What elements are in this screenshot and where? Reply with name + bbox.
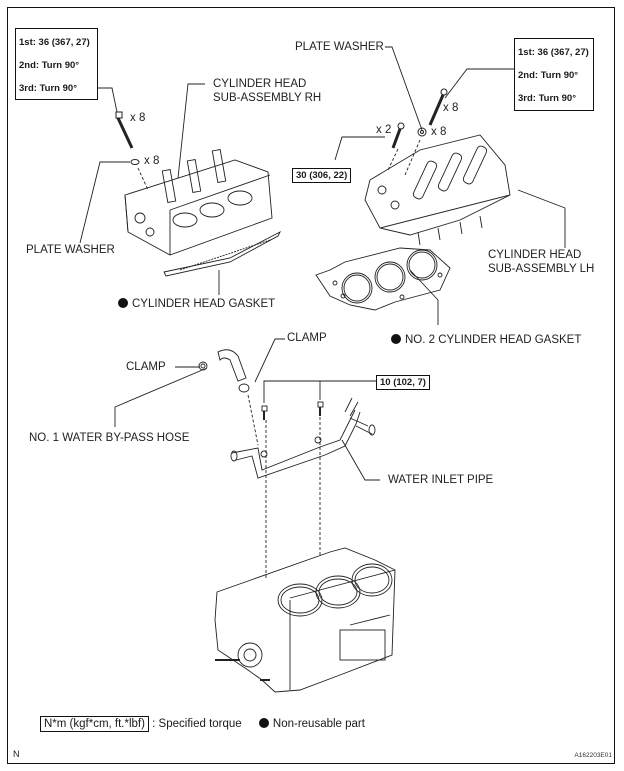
torque-step-3: 3rd: Turn 90° bbox=[19, 83, 77, 94]
legend-torque-desc: : Specified torque bbox=[152, 718, 242, 730]
torque-step-2: 2nd: Turn 90° bbox=[518, 70, 579, 81]
clamp-left-icon bbox=[198, 361, 208, 371]
torque-step-3: 3rd: Turn 90° bbox=[518, 93, 576, 104]
qty-rh-washers: x 8 bbox=[144, 155, 160, 167]
label-plate-washer-left: PLATE WASHER bbox=[26, 244, 115, 256]
torque-step-1: 1st: 36 (367, 27) bbox=[19, 37, 90, 48]
torque-spec-box-rh: 1st: 36 (367, 27) 2nd: Turn 90° 3rd: Tur… bbox=[15, 28, 98, 100]
lh-head-bolt-icon bbox=[428, 88, 448, 126]
label-water-bypass-hose: NO. 1 WATER BY-PASS HOSE bbox=[29, 432, 190, 444]
non-reusable-icon bbox=[118, 298, 128, 308]
figure-code: A162203E01 bbox=[574, 752, 612, 759]
non-reusable-icon bbox=[391, 334, 401, 344]
legend: N*m (kgf*cm, ft.*lbf) : Specified torque… bbox=[40, 716, 365, 732]
clamp-top-icon bbox=[238, 383, 250, 393]
cylinder-head-gasket-drawing bbox=[163, 230, 282, 277]
corner-letter: N bbox=[13, 749, 20, 759]
rh-head-bolt-icon bbox=[115, 111, 134, 149]
legend-torque-unit: N*m (kgf*cm, ft.*lbf) bbox=[40, 716, 149, 732]
pipe-bolt-icon bbox=[261, 401, 324, 420]
non-reusable-icon bbox=[258, 718, 269, 728]
cylinder-block-drawing bbox=[214, 547, 396, 693]
lh-small-bolt-icon bbox=[391, 122, 405, 149]
label-no2-cylinder-head-gasket: NO. 2 CYLINDER HEAD GASKET bbox=[391, 333, 581, 347]
torque-spec-lh-small-bolt: 30 (306, 22) bbox=[292, 168, 352, 183]
qty-rh-bolts: x 8 bbox=[130, 112, 146, 124]
lh-plate-washer-icon bbox=[417, 127, 427, 137]
torque-spec-box-lh: 1st: 36 (367, 27) 2nd: Turn 90° 3rd: Tur… bbox=[514, 38, 594, 111]
cylinder-head-rh-drawing bbox=[124, 149, 273, 256]
assembly-dashed-lines bbox=[137, 139, 421, 580]
qty-lh-bolts: x 8 bbox=[443, 102, 459, 114]
legend-nonreusable: Non-reusable part bbox=[258, 718, 365, 730]
torque-step-2: 2nd: Turn 90° bbox=[19, 60, 80, 71]
label-water-inlet-pipe: WATER INLET PIPE bbox=[388, 474, 494, 486]
diagram-frame bbox=[7, 7, 615, 764]
label-clamp-top: CLAMP bbox=[287, 332, 327, 344]
water-bypass-hose-drawing bbox=[217, 349, 247, 382]
water-inlet-pipe-drawing bbox=[230, 397, 376, 479]
label-plate-washer-right: PLATE WASHER bbox=[295, 41, 384, 53]
torque-step-1: 1st: 36 (367, 27) bbox=[518, 47, 589, 58]
cylinder-head-lh-drawing bbox=[364, 134, 511, 246]
no2-cylinder-head-gasket-drawing bbox=[315, 247, 451, 311]
label-cylinder-head-rh: CYLINDER HEAD SUB-ASSEMBLY RH bbox=[213, 78, 322, 104]
label-clamp-left: CLAMP bbox=[126, 361, 166, 373]
torque-spec-water-pipe-bolt: 10 (102, 7) bbox=[376, 375, 430, 390]
label-cylinder-head-gasket: CYLINDER HEAD GASKET bbox=[118, 297, 275, 311]
label-cylinder-head-lh: CYLINDER HEAD SUB-ASSEMBLY LH bbox=[488, 249, 595, 275]
qty-lh-small-bolts: x 2 bbox=[376, 124, 392, 136]
qty-lh-washers: x 8 bbox=[431, 126, 447, 138]
rh-plate-washer-icon bbox=[130, 159, 140, 165]
